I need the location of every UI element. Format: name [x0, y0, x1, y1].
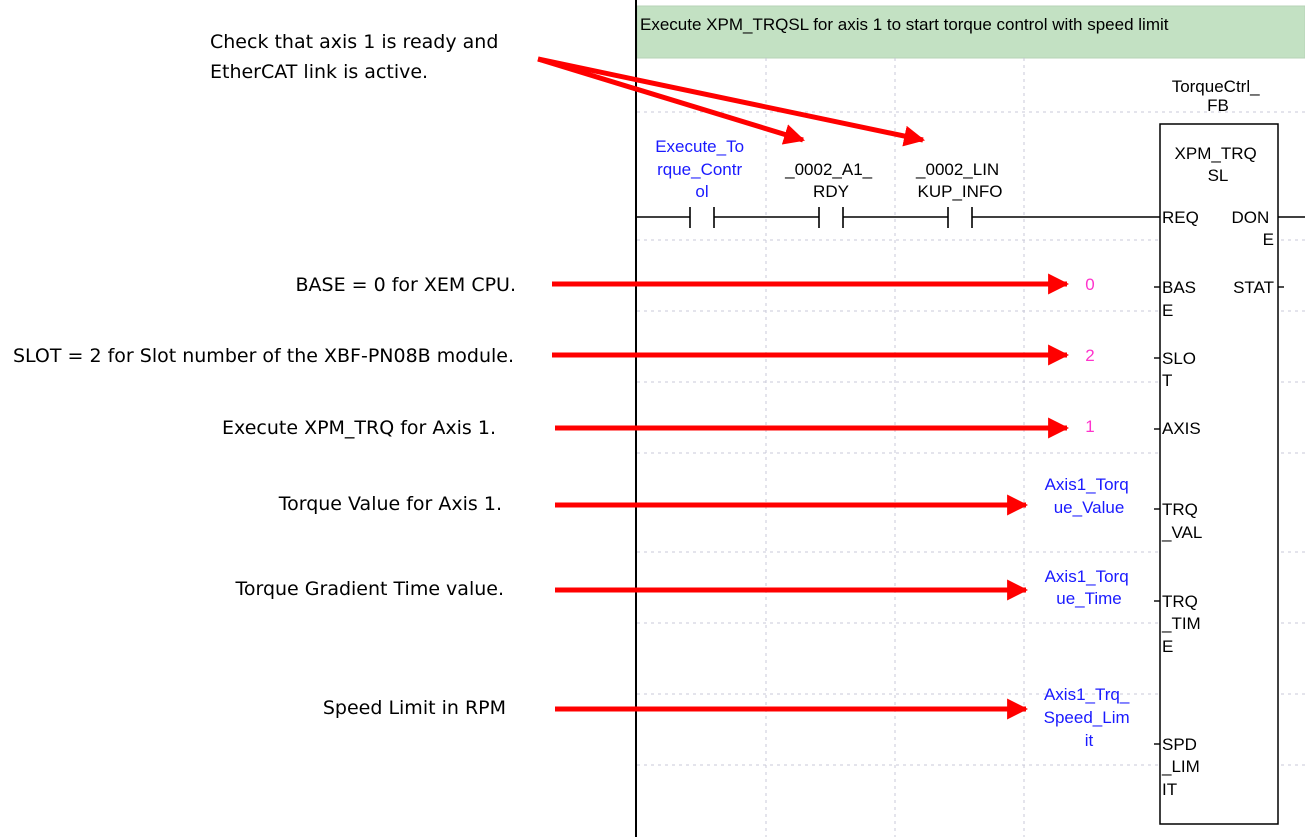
contact-label-link-info: _0002_LIN KUP_INFO	[915, 160, 1004, 201]
contact-label-execute-torque-control: Execute_To rque_Contr ol	[655, 137, 749, 201]
arrow-to-link-contact	[537, 56, 926, 147]
value-base: 0	[1085, 275, 1094, 294]
fb-input-trq-time: TRQ _TIM E	[1161, 592, 1205, 656]
fb-input-slot: SLO T	[1162, 349, 1201, 390]
value-slot: 2	[1085, 346, 1094, 365]
arrow-to-ready-contact	[537, 56, 806, 145]
contact-label-axis1-ready: _0002_A1_ RDY	[784, 160, 877, 201]
value-trq-time: Axis1_Torq ue_Time	[1045, 567, 1134, 608]
contact-execute-torque-control[interactable]	[689, 207, 715, 228]
annotation-check-ready: Check that axis 1 is ready and EtherCAT …	[210, 31, 504, 83]
value-axis: 1	[1085, 417, 1094, 436]
rung-comment-bar	[636, 5, 1305, 59]
fb-input-axis: AXIS	[1162, 419, 1201, 438]
annotation-base: BASE = 0 for XEM CPU.	[295, 274, 516, 296]
value-spd-limit: Axis1_Trq_ Speed_Lim it	[1044, 685, 1135, 750]
function-block-box[interactable]	[1159, 123, 1279, 825]
fb-type-name: XPM_TRQ SL	[1175, 144, 1262, 185]
fb-input-base: BAS E	[1162, 278, 1201, 320]
annotation-trq-val: Torque Value for Axis 1.	[278, 493, 502, 515]
rung-comment: Execute XPM_TRQSL for axis 1 to start to…	[640, 15, 1169, 34]
annotation-arrows	[537, 56, 1070, 720]
annotation-spd-limit: Speed Limit in RPM	[323, 697, 506, 719]
fb-output-done: DON E	[1231, 208, 1274, 249]
fb-input-req: REQ	[1162, 208, 1199, 227]
fb-output-stat: STAT	[1233, 278, 1274, 297]
value-trq-val: Axis1_Torq ue_Value	[1045, 475, 1134, 517]
fb-input-spd-limit: SPD _LIM IT	[1161, 735, 1205, 799]
contact-link-info[interactable]	[947, 207, 973, 228]
fb-instance-name: TorqueCtrl_ FB	[1172, 77, 1265, 115]
contact-axis1-ready[interactable]	[818, 207, 844, 228]
annotation-trq-time: Torque Gradient Time value.	[234, 578, 504, 600]
annotation-slot: SLOT = 2 for Slot number of the XBF-PN08…	[13, 345, 514, 367]
input-pin-stubs	[1154, 286, 1160, 745]
annotation-axis: Execute XPM_TRQ for Axis 1.	[222, 417, 496, 439]
fb-input-trq-val: TRQ _VAL	[1161, 500, 1203, 542]
